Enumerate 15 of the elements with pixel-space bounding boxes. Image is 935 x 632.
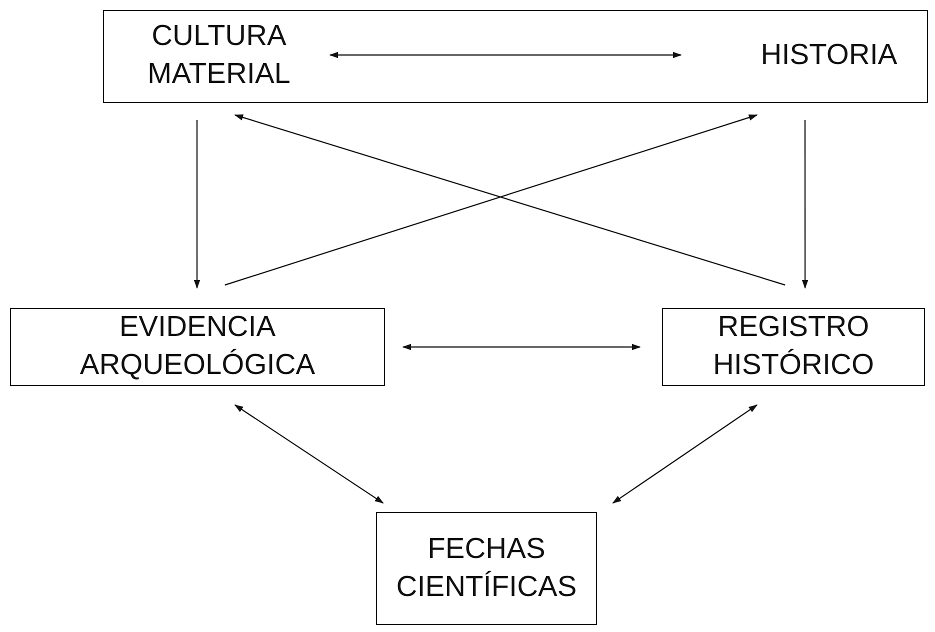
concept-label: EVIDENCIA ARQUEOLÓGICA [78,310,316,383]
concept-label: FECHAS CIENTÍFICAS [395,532,578,604]
arrow [234,404,384,504]
arrow [612,404,758,504]
outer-box [103,10,928,103]
arrow [402,344,641,350]
arrow [329,52,682,58]
concept-label: REGISTRO HISTÓRICO [712,310,876,383]
concept-box [662,308,925,386]
concept-box [376,512,597,625]
arrow [802,120,808,289]
concept-label: HISTORIA [760,38,898,74]
arrow [194,120,200,289]
concept-label: CULTURA MATERIAL [146,19,292,92]
concept-box [10,308,385,386]
